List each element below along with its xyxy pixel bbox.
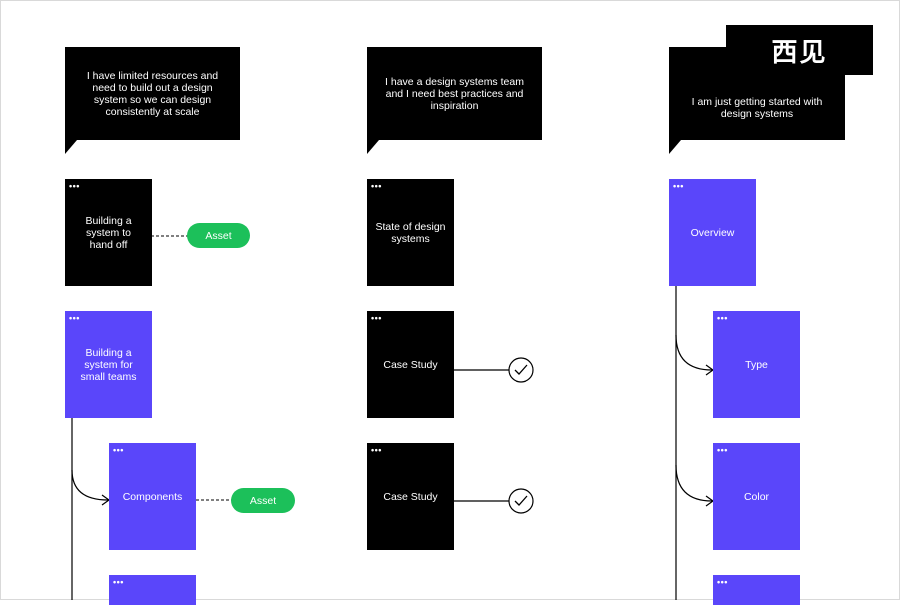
asset-pill[interactable]: Asset (187, 223, 250, 248)
three-dots-icon: ••• (371, 445, 382, 455)
asset-pill[interactable]: Asset (231, 488, 295, 513)
card-building-system-small-teams[interactable]: ••• Building a system for small teams (65, 311, 152, 418)
card-overview[interactable]: ••• Overview (669, 179, 756, 286)
card-label: Components (122, 490, 183, 503)
three-dots-icon: ••• (113, 445, 124, 455)
card-state-of-design-systems[interactable]: ••• State of design systems (367, 179, 454, 286)
card-label: Overview (690, 226, 735, 239)
bubble-tail (669, 140, 681, 154)
persona-bubble-1: I have limited resources and need to bui… (65, 47, 240, 140)
bubble-tail (367, 140, 379, 154)
tree-branch (675, 334, 713, 371)
card-partial[interactable]: ••• (109, 575, 196, 605)
three-dots-icon: ••• (113, 577, 124, 587)
card-partial[interactable]: ••• (713, 575, 800, 605)
three-dots-icon: ••• (371, 181, 382, 191)
card-label: Type (745, 358, 768, 371)
card-label: Color (743, 490, 770, 503)
check-icon (508, 357, 534, 383)
check-icon (508, 488, 534, 514)
card-color[interactable]: ••• Color (713, 443, 800, 550)
card-label: State of design systems (375, 220, 446, 245)
card-case-study[interactable]: ••• Case Study (367, 311, 454, 418)
three-dots-icon: ••• (673, 181, 684, 191)
card-type[interactable]: ••• Type (713, 311, 800, 418)
card-case-study[interactable]: ••• Case Study (367, 443, 454, 550)
three-dots-icon: ••• (371, 313, 382, 323)
three-dots-icon: ••• (717, 577, 728, 587)
tree-branch (675, 464, 713, 502)
persona-bubble-2: I have a design systems team and I need … (367, 47, 542, 140)
bubble-tail (65, 140, 77, 154)
card-label: Building a system for small teams (80, 346, 137, 383)
three-dots-icon: ••• (69, 181, 80, 191)
card-building-system-hand-off[interactable]: ••• Building a system to hand off (65, 179, 152, 286)
persona-bubble-3: I am just getting started with design sy… (669, 75, 845, 140)
brand-logo: 西见 (726, 25, 873, 75)
persona-bubble-3-top (669, 47, 727, 76)
card-components[interactable]: ••• Components (109, 443, 196, 550)
three-dots-icon: ••• (717, 445, 728, 455)
card-label: Case Study (383, 358, 438, 371)
three-dots-icon: ••• (69, 313, 80, 323)
three-dots-icon: ••• (717, 313, 728, 323)
card-label: Case Study (383, 490, 438, 503)
tree-branch (71, 469, 109, 501)
card-label: Building a system to hand off (85, 214, 132, 251)
